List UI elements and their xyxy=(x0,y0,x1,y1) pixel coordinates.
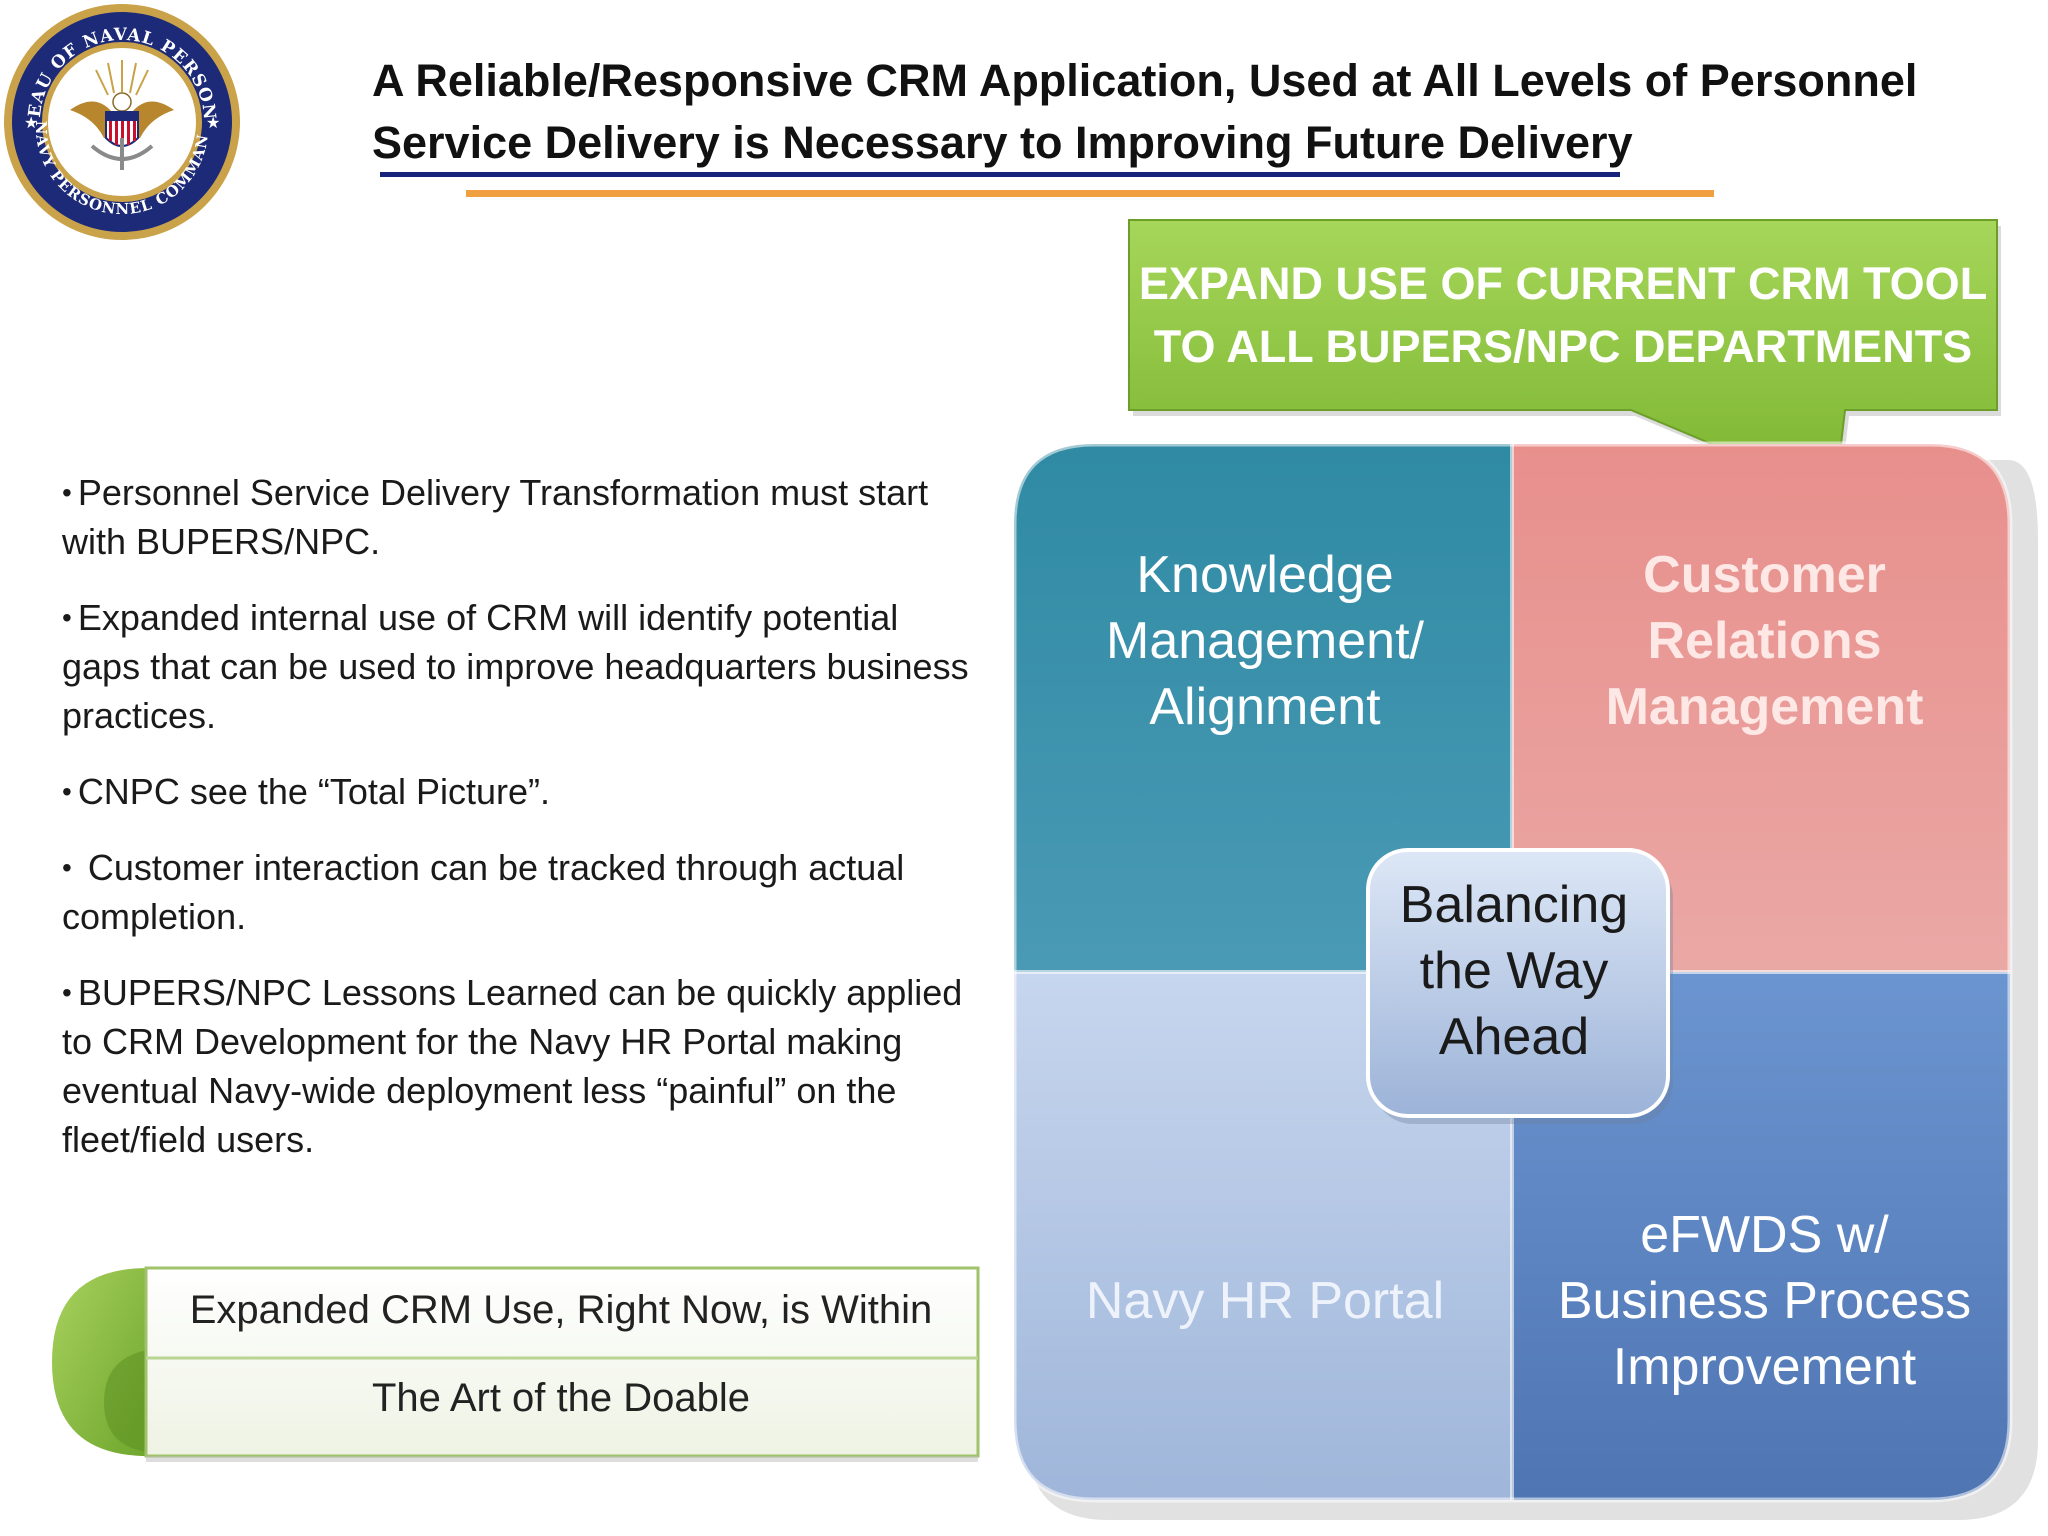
pill-line-2: The Art of the Doable xyxy=(371,1376,750,1420)
title-underline-navy xyxy=(380,172,1620,177)
eagle-emblem-icon xyxy=(70,60,174,170)
bullet-item: •CNPC see the “Total Picture”. xyxy=(62,771,550,812)
pill-line-1: Expanded CRM Use, Right Now, is Within xyxy=(189,1288,933,1332)
callout-text: EXPAND USE OF CURRENT CRM TOOL TO ALL BU… xyxy=(1128,252,1998,378)
conclusion-pill-shape xyxy=(52,1266,980,1462)
navy-personnel-seal: BUREAU OF NAVAL PERSONNEL NAVY PERSONNEL… xyxy=(0,0,240,240)
bullet-item: •Personnel Service Delivery Transformati… xyxy=(62,472,929,562)
quadrant-diagram xyxy=(1011,441,2038,1520)
bullet-list: •Personnel Service Delivery Transformati… xyxy=(62,468,982,1191)
bullet-item: •Expanded internal use of CRM will ident… xyxy=(62,597,969,736)
quadrant-top-left xyxy=(1014,444,1512,972)
title-line-1: A Reliable/Responsive CRM Application, U… xyxy=(372,55,1918,106)
callout-shape xyxy=(1128,219,2001,502)
quadrant-label-crm: Customer Relations Management xyxy=(1605,546,1924,736)
quadrant-label-knowledge: Knowledge Management/ Alignment xyxy=(1106,546,1424,736)
title-line-2: Service Delivery is Necessary to Improvi… xyxy=(372,117,1633,168)
slide-title: A Reliable/Responsive CRM Application, U… xyxy=(372,50,1932,174)
quadrant-label-efwds: eFWDS w/ Business Process Improvement xyxy=(1557,1206,1972,1396)
center-label: Balancing the Way Ahead xyxy=(1399,876,1629,1066)
svg-text:★: ★ xyxy=(206,115,220,132)
bullet-item: •BUPERS/NPC Lessons Learned can be quick… xyxy=(62,972,963,1160)
callout-line-1: EXPAND USE OF CURRENT CRM TOOL xyxy=(1138,258,1988,309)
callout-line-2: TO ALL BUPERS/NPC DEPARTMENTS xyxy=(1153,321,1973,372)
center-box xyxy=(1366,848,1670,1118)
quadrant-top-right xyxy=(1512,444,2010,972)
svg-text:★: ★ xyxy=(24,115,38,132)
title-underline-orange xyxy=(466,190,1714,197)
bullet-item: • Customer interaction can be tracked th… xyxy=(62,847,905,937)
quadrant-label-hr-portal: Navy HR Portal xyxy=(1085,1272,1445,1330)
